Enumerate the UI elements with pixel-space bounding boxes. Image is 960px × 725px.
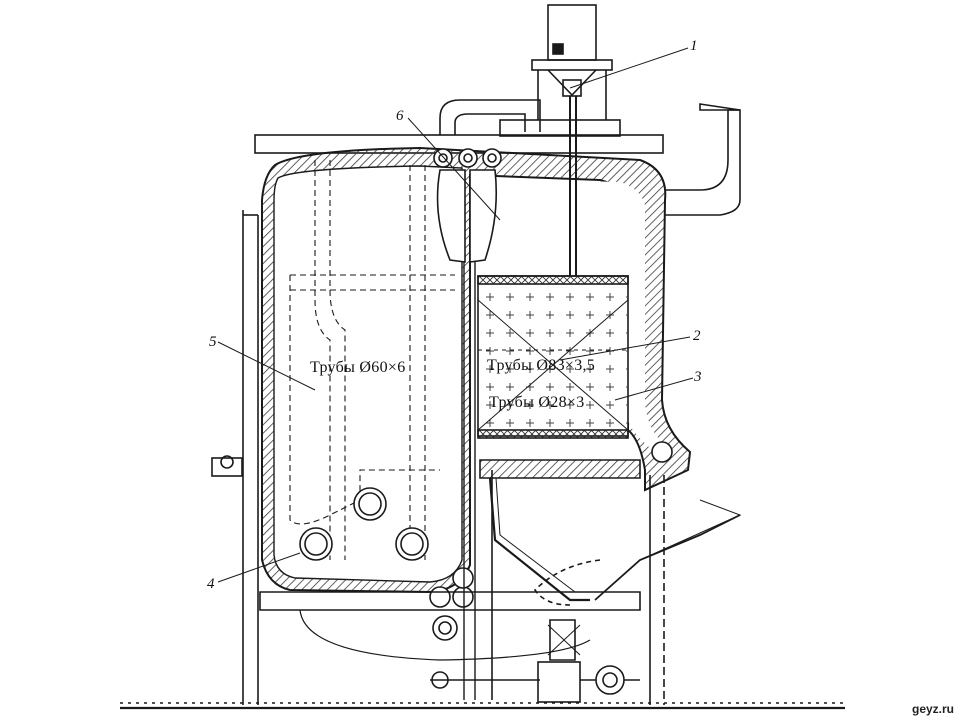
hopper-dashed [533, 559, 601, 606]
chute-upper [594, 514, 741, 601]
callout-4: 4 [207, 576, 215, 592]
valve-cross [547, 624, 581, 656]
flue-cap [699, 103, 741, 111]
left-bracket [211, 457, 243, 477]
pump-body [537, 661, 581, 703]
base-beam [259, 591, 641, 611]
label-pipes-60x6: Трубы Ø60×6 [310, 359, 406, 376]
callout-3: 3 [693, 369, 702, 385]
burner-nozzle [562, 79, 582, 97]
right-shell-gap [478, 178, 660, 448]
tube-bank-bottom-sheet [477, 429, 629, 439]
hopper-left-inner [495, 477, 576, 593]
tube-bank-top-sheet [477, 275, 629, 285]
callout-1: 1 [690, 38, 698, 54]
hopper-rim [479, 459, 641, 479]
burner-plate [531, 59, 613, 71]
valve-wheel [595, 665, 625, 695]
callout-2: 2 [693, 328, 701, 344]
chamber-ports [299, 487, 429, 561]
left-bracket-bolt [220, 455, 234, 469]
top-pipe-inner [454, 113, 526, 135]
top-pipe-outer [439, 99, 541, 135]
drawing-lines [120, 4, 845, 710]
label-pipes-28x3: Трубы Ø28×3 [489, 394, 585, 411]
header-6-group [433, 148, 502, 263]
callout-5: 5 [209, 334, 217, 350]
left-chamber [273, 165, 463, 583]
right-header [651, 441, 673, 463]
tube-diag-2 [477, 299, 629, 431]
watermark: geyz.ru [911, 702, 954, 716]
top-flange [499, 119, 621, 137]
tube-bank-pattern [478, 284, 628, 430]
leader-lines [217, 47, 694, 583]
burner-cone [547, 69, 597, 97]
burner-terminal [552, 43, 564, 55]
label-pipes-83x3-5: Трубы Ø83×3,5 [487, 357, 595, 374]
burner-frame-side [537, 70, 607, 120]
chute-hatch [639, 499, 742, 561]
dashed-pipes [289, 160, 455, 560]
base-curve [299, 609, 591, 661]
flue-duct [665, 109, 741, 216]
callout-6: 6 [396, 108, 404, 124]
valve-core [602, 672, 618, 688]
valve-stack [549, 619, 576, 661]
